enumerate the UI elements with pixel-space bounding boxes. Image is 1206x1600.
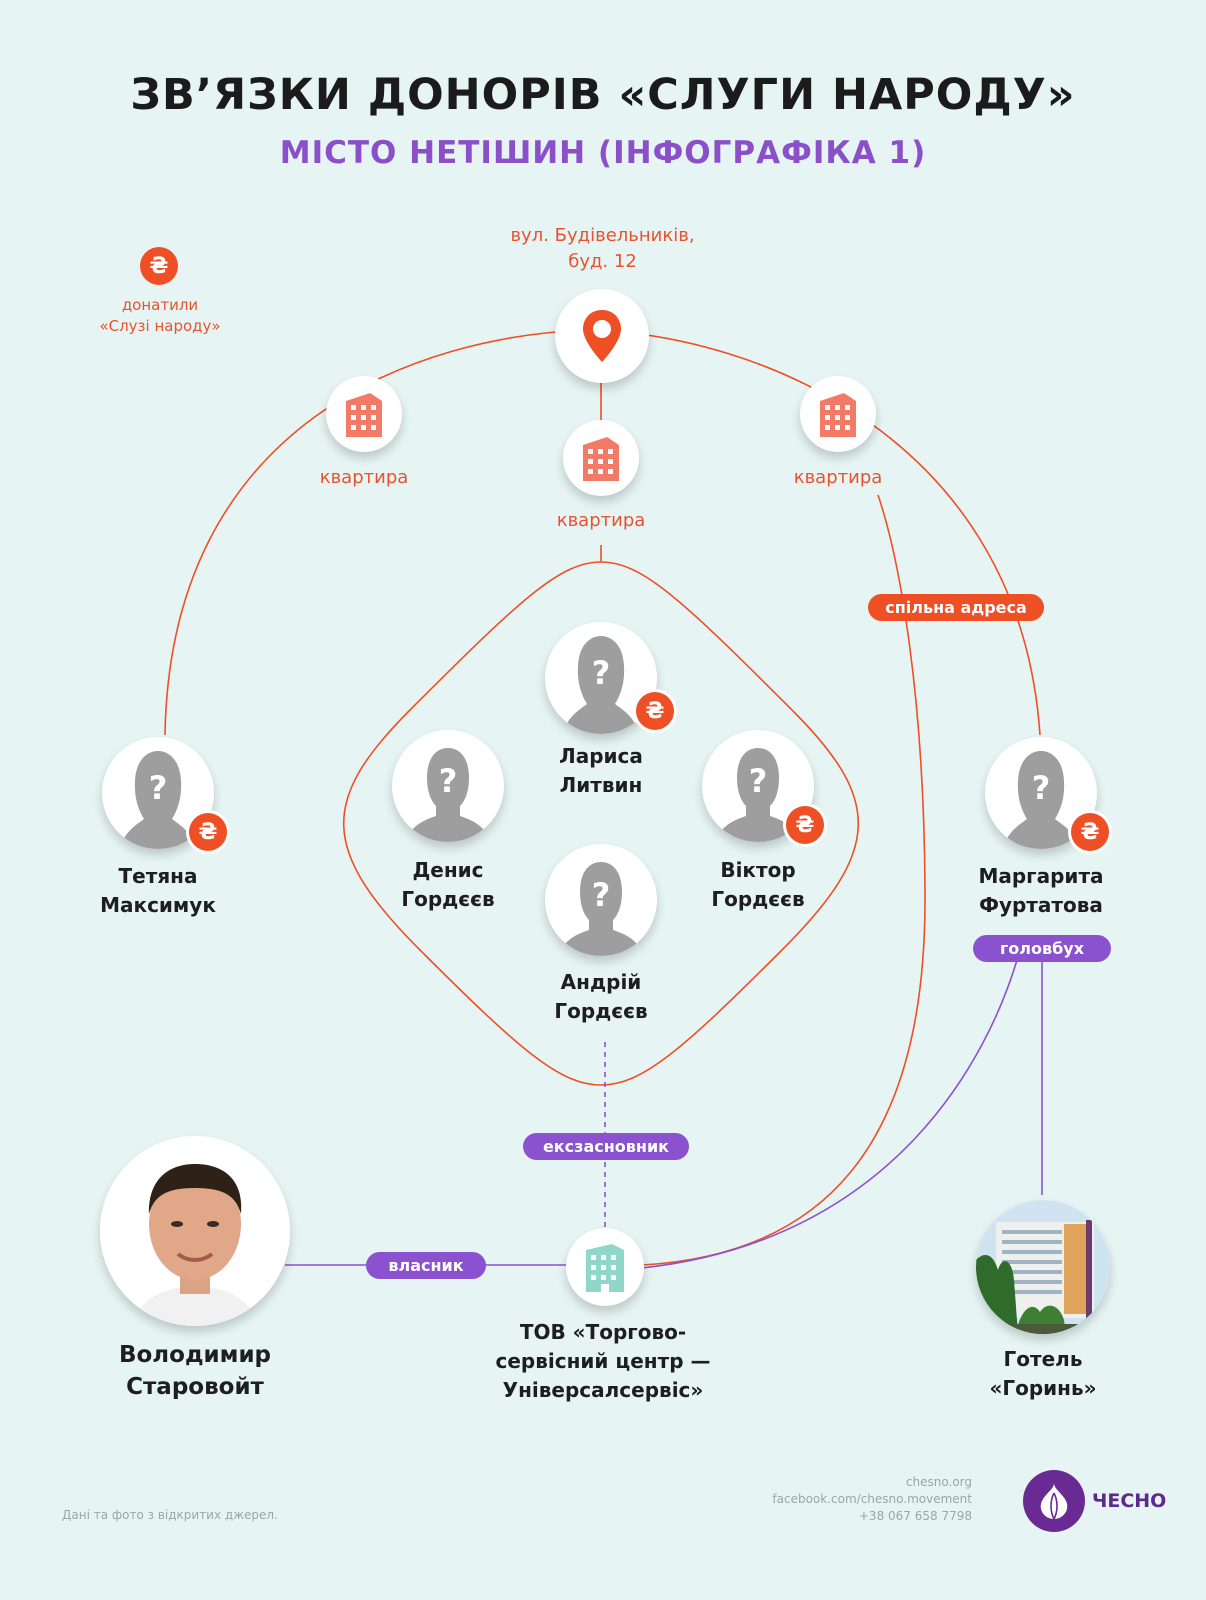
donation-badge-viktor: ₴ — [786, 806, 824, 844]
hotel-name: Готель «Горинь» — [953, 1345, 1133, 1403]
company-node[interactable] — [566, 1228, 644, 1306]
donation-badge-tetiana: ₴ — [189, 813, 227, 851]
hotel-line1: Готель — [1003, 1347, 1083, 1371]
silhouette-icon: ? — [1003, 751, 1079, 849]
person-avatar-andrii[interactable]: ? — [545, 844, 657, 956]
legend-line2: «Слузі народу» — [99, 317, 221, 335]
apartment-label-left: квартира — [319, 467, 409, 488]
owner-pill: власник — [366, 1252, 486, 1279]
hotel-line2: «Горинь» — [989, 1376, 1097, 1400]
larysa-line2: Литвин — [559, 773, 643, 797]
donation-badge-larysa: ₴ — [636, 692, 674, 730]
portrait-photo — [100, 1136, 290, 1326]
chief-accountant-pill: головбух — [973, 935, 1111, 962]
larysa-line1: Лариса — [559, 744, 643, 768]
shared-address-pill: спільна адреса — [868, 594, 1044, 621]
marharyta-line2: Фуртатова — [979, 893, 1103, 917]
person-avatar-tetiana[interactable]: ? — [102, 737, 214, 849]
viktor-line1: Віктор — [720, 858, 796, 882]
person-photo-volodymyr[interactable] — [100, 1136, 290, 1326]
chesno-logo-icon — [1023, 1470, 1085, 1532]
svg-text:?: ? — [1032, 769, 1051, 807]
volodymyr-line2: Старовойт — [126, 1374, 264, 1400]
line-accountant-company — [641, 959, 1018, 1269]
family-group-outline — [342, 561, 860, 1086]
address-line1: вул. Будівельників, — [510, 225, 695, 246]
denys-line1: Денис — [412, 858, 484, 882]
office-building-icon — [586, 1244, 624, 1292]
tetiana-line1: Тетяна — [118, 864, 198, 888]
person-avatar-denys[interactable]: ? — [392, 730, 504, 842]
apartment-label-center: квартира — [556, 510, 646, 531]
site-link[interactable]: chesno.org — [905, 1475, 972, 1489]
company-line2: сервісний центр — — [495, 1349, 711, 1373]
apartment-node-left[interactable] — [326, 376, 402, 452]
line-apartment-company — [641, 494, 926, 1266]
silhouette-icon: ? — [120, 751, 196, 849]
silhouette-icon: ? — [406, 748, 490, 842]
person-name-volodymyr: Володимир Старовойт — [95, 1339, 295, 1403]
garlic-icon — [1040, 1483, 1068, 1520]
person-name-tetiana: Тетяна Максимук — [68, 862, 248, 920]
marharyta-line1: Маргарита — [978, 864, 1104, 888]
address-node[interactable] — [555, 289, 649, 383]
apartment-node-right[interactable] — [800, 376, 876, 452]
company-line1: ТОВ «Торгово- — [519, 1320, 687, 1344]
svg-text:?: ? — [592, 654, 611, 692]
building-icon — [820, 393, 856, 437]
svg-text:?: ? — [149, 769, 168, 807]
person-name-marharyta: Маргарита Фуртатова — [951, 862, 1131, 920]
person-name-andrii: Андрій Гордєєв — [511, 968, 691, 1026]
contacts-block: chesno.org facebook.com/chesno.movement … — [772, 1474, 972, 1525]
person-name-larysa: Лариса Литвин — [511, 742, 691, 800]
donation-badge-marharyta: ₴ — [1071, 813, 1109, 851]
person-name-denys: Денис Гордєєв — [358, 856, 538, 914]
silhouette-icon: ? — [559, 862, 643, 956]
ex-founder-pill: ексзасновник — [523, 1133, 689, 1160]
andrii-line1: Андрій — [560, 970, 642, 994]
person-avatar-marharyta[interactable]: ? — [985, 737, 1097, 849]
hotel-building-photo — [976, 1200, 1110, 1334]
apartment-label-right: квартира — [793, 467, 883, 488]
building-icon — [346, 393, 382, 437]
andrii-line2: Гордєєв — [554, 999, 648, 1023]
tetiana-line2: Максимук — [100, 893, 216, 917]
company-line3: Універсалсервіс» — [502, 1378, 704, 1402]
phone-number: +38 067 658 7798 — [858, 1509, 972, 1523]
brand-name: ЧЕСНО — [1092, 1490, 1167, 1512]
volodymyr-line1: Володимир — [118, 1342, 272, 1368]
hotel-photo[interactable] — [976, 1200, 1110, 1334]
legend-hryvnia-icon: ₴ — [140, 247, 178, 285]
building-icon — [583, 437, 619, 481]
address-line2: буд. 12 — [568, 251, 637, 272]
legend-text: донатили «Слузі народу» — [75, 295, 245, 337]
person-name-viktor: Віктор Гордєєв — [668, 856, 848, 914]
arc-left — [164, 329, 591, 736]
source-note: Дані та фото з відкритих джерел. — [62, 1508, 278, 1522]
svg-text:?: ? — [439, 762, 458, 800]
apartment-node-center[interactable] — [563, 420, 639, 496]
viktor-line2: Гордєєв — [711, 887, 805, 911]
svg-text:?: ? — [592, 876, 611, 914]
silhouette-icon: ? — [716, 748, 800, 842]
denys-line2: Гордєєв — [401, 887, 495, 911]
map-pin-icon — [583, 310, 621, 362]
page-subtitle: МІСТО НЕТІШИН (ІНФОГРАФІКА 1) — [279, 135, 927, 171]
silhouette-icon: ? — [563, 636, 639, 734]
company-name: ТОВ «Торгово- сервісний центр — Універса… — [478, 1318, 728, 1405]
svg-text:?: ? — [749, 762, 768, 800]
legend-line1: донатили — [121, 296, 199, 314]
page-title: ЗВ’ЯЗКИ ДОНОРІВ «СЛУГИ НАРОДУ» — [130, 70, 1076, 120]
facebook-link[interactable]: facebook.com/chesno.movement — [772, 1492, 972, 1506]
address-label: вул. Будівельників, буд. 12 — [480, 223, 725, 275]
